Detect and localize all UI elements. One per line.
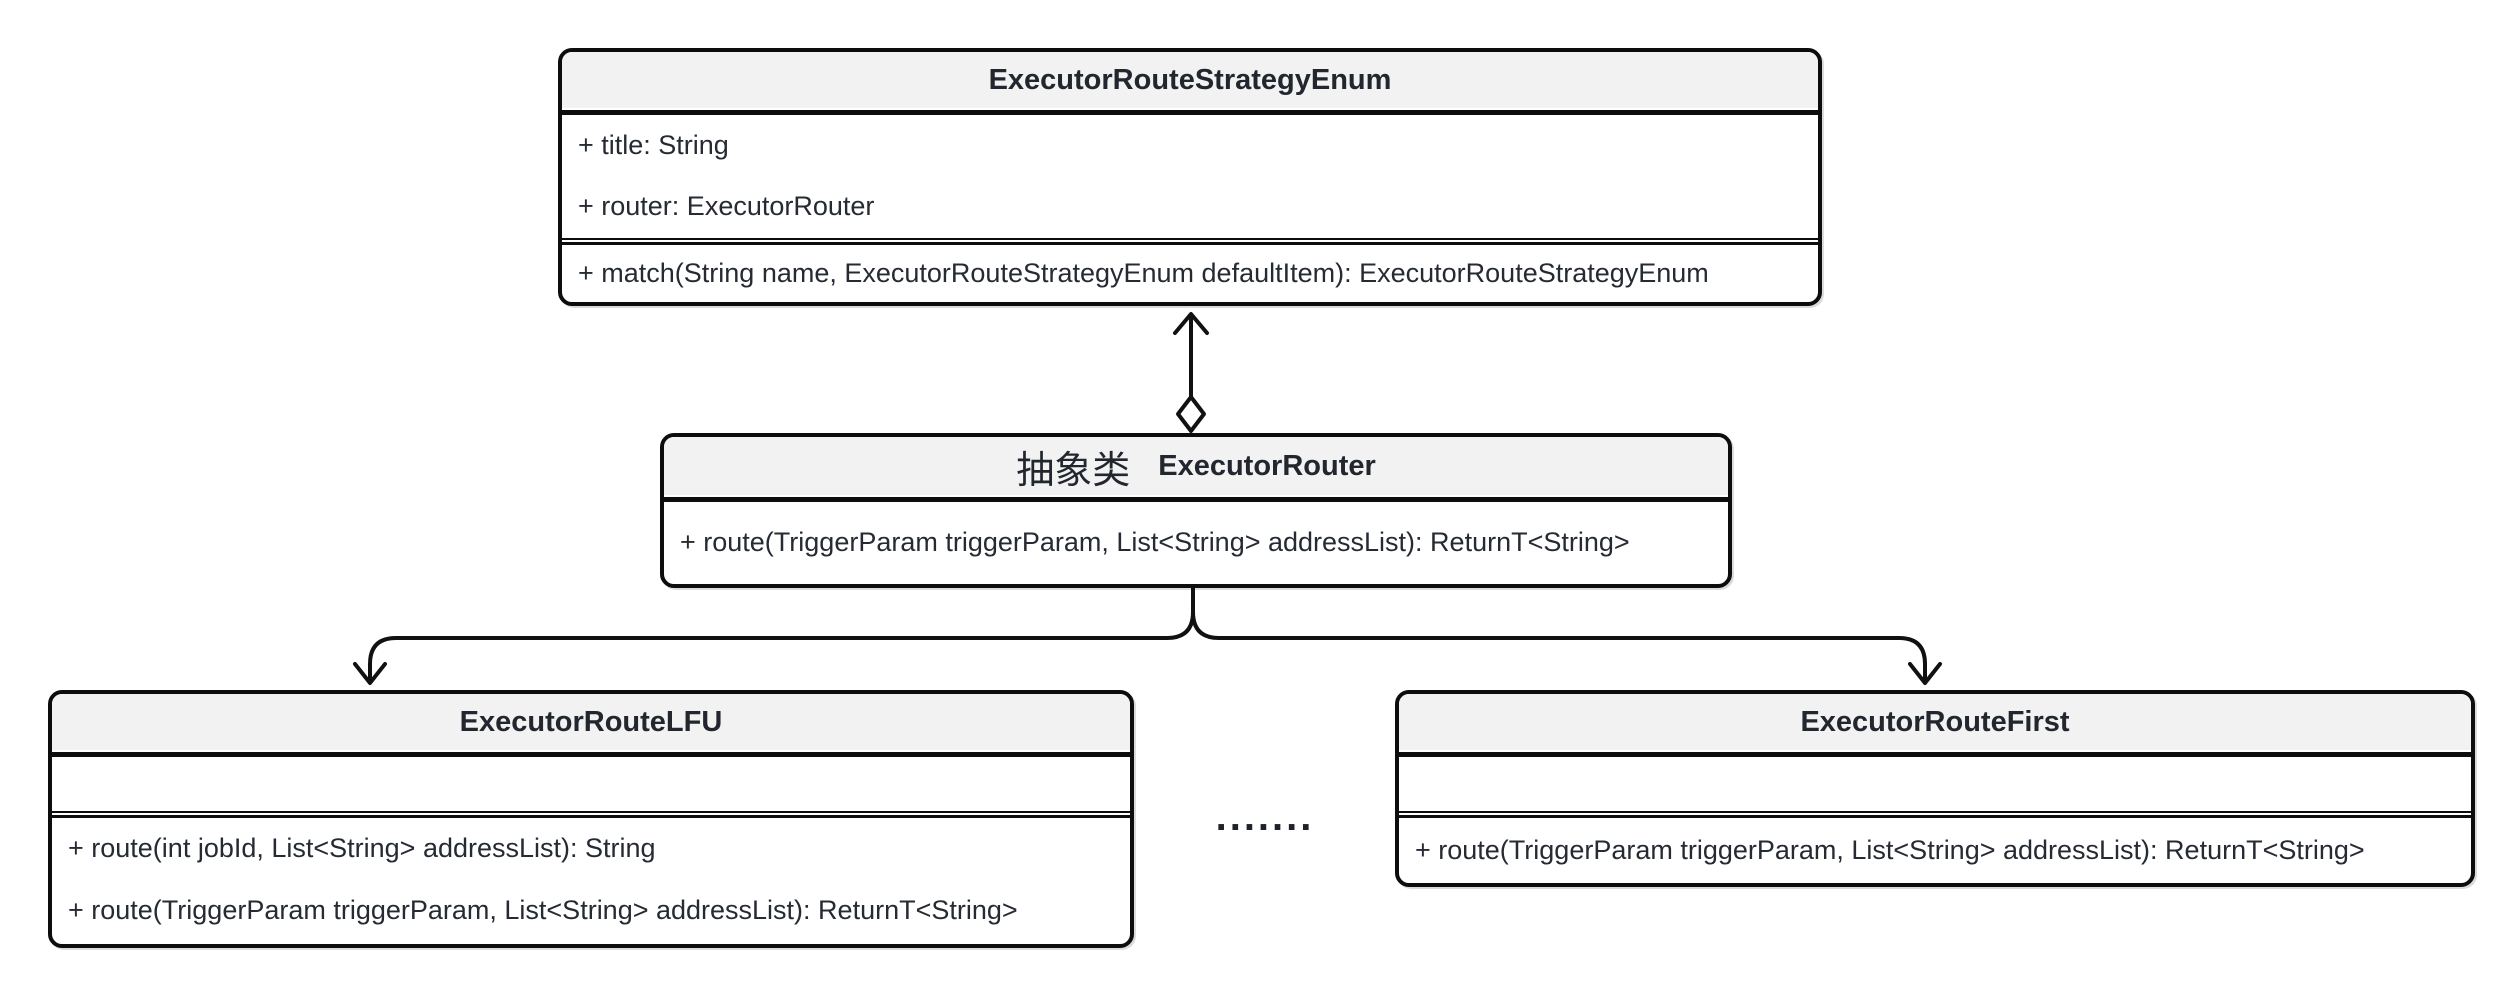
- compartment-divider: [1399, 750, 2471, 757]
- open-arrowhead-up-icon: [1173, 312, 1209, 335]
- method-row: + route(TriggerParam triggerParam, List<…: [1415, 834, 2365, 865]
- method-row: + route(TriggerParam triggerParam, List<…: [68, 895, 1018, 926]
- method-row: + match(String name, ExecutorRouteStrate…: [578, 257, 1709, 288]
- attribute-row: + router: ExecutorRouter: [578, 191, 875, 222]
- methods-section: + route(int jobId, List<String> addressL…: [52, 818, 1130, 942]
- branch-line-right: [1191, 587, 1927, 681]
- open-arrowhead-down-icon: [353, 662, 387, 685]
- compartment-divider: [1399, 811, 2471, 818]
- class-title: ExecutorRouteFirst: [1800, 705, 2070, 738]
- compartment-divider: [562, 108, 1818, 115]
- methods-section: + match(String name, ExecutorRouteStrate…: [562, 245, 1818, 302]
- compartment-divider: [664, 495, 1728, 502]
- class-title: ExecutorRouter: [1158, 449, 1376, 482]
- attribute-row: + title: String: [578, 129, 729, 160]
- branch-connector-left: [353, 587, 1195, 685]
- class-executor-route-strategy-enum: ExecutorRouteStrategyEnum + title: Strin…: [558, 48, 1822, 306]
- compartment-divider: [562, 238, 1818, 245]
- class-stereotype-label: 抽象类: [1016, 449, 1131, 492]
- class-executor-router: 抽象类 ExecutorRouter + route(TriggerParam …: [660, 433, 1732, 588]
- class-header: 抽象类 ExecutorRouter: [664, 437, 1728, 495]
- ellipsis-label: .......: [1215, 795, 1315, 839]
- methods-section: + route(TriggerParam triggerParam, List<…: [664, 502, 1728, 584]
- class-header: ExecutorRouteFirst: [1399, 694, 2471, 750]
- branch-connector-right: [1191, 587, 1942, 685]
- attributes-section-empty: [52, 757, 1130, 811]
- class-title: ExecutorRouteStrategyEnum: [988, 63, 1392, 96]
- methods-section: + route(TriggerParam triggerParam, List<…: [1399, 818, 2471, 883]
- compartment-divider: [52, 811, 1130, 818]
- method-row: + route(int jobId, List<String> addressL…: [68, 833, 656, 864]
- compartment-divider: [52, 750, 1130, 757]
- open-arrowhead-down-icon: [1908, 662, 1942, 685]
- branch-line-left: [368, 587, 1195, 681]
- aggregation-connector: [1173, 312, 1209, 433]
- attributes-section-empty: [1399, 757, 2471, 811]
- class-executor-route-lfu: ExecutorRouteLFU + route(int jobId, List…: [48, 690, 1134, 948]
- attributes-section: + title: String + router: ExecutorRouter: [562, 115, 1818, 238]
- class-header: ExecutorRouteStrategyEnum: [562, 52, 1818, 108]
- class-title: ExecutorRouteLFU: [459, 705, 723, 738]
- method-row: + route(TriggerParam triggerParam, List<…: [680, 527, 1630, 558]
- class-header: ExecutorRouteLFU: [52, 694, 1130, 750]
- class-executor-route-first: ExecutorRouteFirst + route(TriggerParam …: [1395, 690, 2475, 887]
- aggregation-diamond-icon: [1176, 395, 1206, 433]
